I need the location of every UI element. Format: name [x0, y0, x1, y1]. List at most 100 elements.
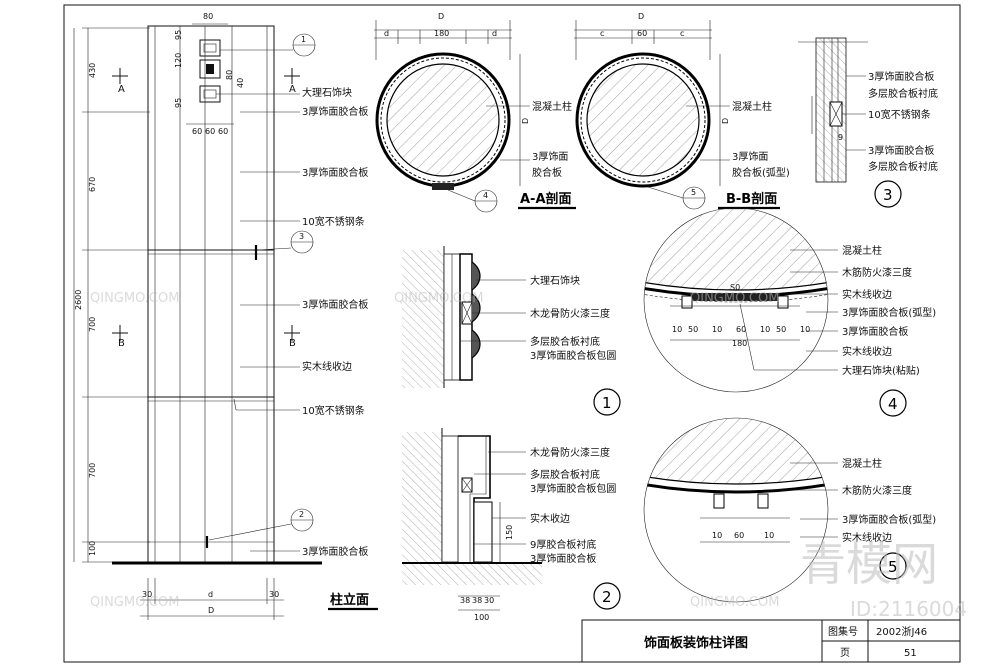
d5-label-wood-trim: 实木线收边: [842, 531, 892, 544]
dim-60c: 60: [218, 127, 228, 136]
d2-floor: [402, 563, 542, 585]
section-aa: D d 180 d D 混凝土柱 3厚饰面 胶合板 4 A-A剖面: [374, 12, 576, 213]
d3-label-panel-b: 3厚饰面胶合板: [868, 144, 934, 157]
d5-number-circle: [879, 552, 907, 580]
bb-outer-panel: [575, 52, 711, 188]
d4-dim-10d: 10: [800, 325, 810, 334]
watermark-brand-4: QINGMO.COM: [690, 595, 779, 610]
bb-callout-5-num: 5: [691, 188, 696, 197]
section-mark-a-left: A: [118, 84, 125, 95]
bb-concrete-core: [586, 63, 700, 177]
watermark-id: ID:2116004: [850, 597, 967, 621]
aa-callout-4-num: 4: [483, 191, 488, 200]
watermark-brand-5: QINGMO.COM: [690, 291, 779, 306]
d1-label-backing: 多层胶合板衬底: [530, 335, 600, 348]
aa-dim-d1: d: [384, 29, 389, 38]
label-marble: 大理石饰块: [302, 86, 352, 99]
d2-dim-150: 150: [505, 525, 514, 540]
d4-dim-180: 180: [732, 339, 747, 348]
marble-block-mid: [199, 59, 221, 79]
d4-marble-block: [690, 293, 780, 301]
aa-dim-D: D: [438, 12, 444, 21]
dim-95a: 95: [174, 30, 183, 40]
label-panel-d: 3厚饰面胶合板: [302, 545, 368, 558]
d4-dim-50b: 50: [776, 325, 786, 334]
d4-number: 4: [888, 395, 898, 413]
dim-95b: 95: [174, 98, 183, 108]
d5-dim-10a: 10: [712, 531, 722, 540]
detail-1: 大理石饰块 木龙骨防火漆三度 多层胶合板衬底 3厚饰面胶合板包圆 1: [402, 246, 621, 416]
d4-label-wood-trim-2: 实木线收边: [842, 345, 892, 358]
dim-40: 40: [236, 78, 245, 88]
d2-dim-100: 100: [474, 613, 489, 622]
dim-80-side: 80: [225, 70, 234, 80]
dim-60a: 60: [192, 127, 202, 136]
detail-3: 9 3厚饰面胶合板 多层胶合板衬底 10宽不锈钢条 3厚饰面胶合板 多层胶合板衬…: [798, 37, 938, 208]
d1-label-joist: 木龙骨防火漆三度: [530, 307, 610, 320]
d2-solid-wood-edge: [473, 501, 493, 563]
d2-label-wood-edge: 实木收边: [530, 512, 570, 525]
d2-label-backing: 多层胶合板衬底: [530, 468, 600, 481]
detail-2: 木龙骨防火漆三度 多层胶合板衬底 3厚饰面胶合板包圆 实木收边 9厚胶合板衬底 …: [402, 428, 621, 622]
d3-label-backing-a: 多层胶合板衬底: [868, 87, 938, 100]
title-block-title: 饰面板装饰柱详图: [644, 635, 748, 651]
watermarks: QINGMO.COM QINGMO.COM QINGMO.COM QINGMO.…: [90, 291, 967, 621]
dim-670: 670: [88, 177, 97, 192]
bb-dim-c1: c: [600, 29, 604, 38]
d5-dim-60: 60: [734, 531, 744, 540]
d4-label-concrete: 混凝土柱: [842, 244, 882, 257]
watermark-logo: 青模网: [800, 537, 938, 591]
d1-label-marble: 大理石饰块: [530, 274, 580, 287]
callout-3-num: 3: [299, 232, 304, 241]
d4-label-battens: 木筋防火漆三度: [842, 266, 912, 279]
title-block-atlas-no: 2002浙J46: [876, 626, 927, 638]
d3-number-circle: [874, 180, 902, 208]
d1-number: 1: [602, 394, 612, 412]
section-mark-b-left: B: [118, 338, 125, 349]
dim-80-top: 80: [203, 12, 213, 21]
d5-number: 5: [888, 558, 898, 576]
dim-bottom-30b: 30: [269, 590, 279, 599]
title-block-atlas-label: 图集号: [828, 625, 858, 638]
label-panel-a: 3厚饰面胶合板: [302, 105, 368, 118]
aa-label-panel: 3厚饰面: [532, 150, 568, 163]
aa-dim-180: 180: [434, 29, 449, 38]
section-mark-b-right: B: [289, 338, 296, 349]
dim-bottom-D: D: [208, 606, 214, 615]
bb-label-panel2: 胶合板(弧型): [732, 166, 790, 179]
d2-label-panel: 3厚饰面胶合板包圆: [530, 482, 616, 495]
bb-label-panel: 3厚饰面: [732, 150, 768, 163]
d5-label-panel-arc: 3厚饰面胶合板(弧型): [842, 513, 936, 526]
d4-label-panel: 3厚饰面胶合板: [842, 325, 908, 338]
watermark-brand-1: QINGMO.COM: [90, 291, 179, 306]
d2-dim-30: 30: [484, 596, 494, 605]
bb-label-concrete: 混凝土柱: [732, 100, 772, 113]
d1-label-panel: 3厚饰面胶合板包圆: [530, 349, 616, 362]
aa-dim-D-side: D: [521, 118, 530, 124]
d3-label-panel-a: 3厚饰面胶合板: [868, 70, 934, 83]
detail-4: S0 10 50 10 60 10 50 10 180 混凝土柱 木筋防火漆三度…: [643, 207, 936, 417]
d2-label-ply: 9厚胶合板衬底: [530, 538, 596, 551]
d2-dim-38b: 38: [472, 596, 482, 605]
marble-block-top: [199, 39, 221, 57]
bb-dim-D: D: [638, 12, 644, 21]
d5-dim-10b: 10: [764, 531, 774, 540]
dim-total-height: 2600: [74, 290, 83, 310]
elevation-title: 柱立面: [330, 592, 369, 608]
bb-dim-c2: c: [680, 29, 684, 38]
aa-label-concrete: 混凝土柱: [532, 100, 572, 113]
d2-number-circle: [593, 582, 621, 610]
dim-700b: 700: [88, 463, 97, 478]
title-block: 饰面板装饰柱详图 图集号 2002浙J46 页 51: [581, 619, 961, 663]
d1-number-circle: [593, 388, 621, 416]
d4-dim-10a: 10: [672, 325, 682, 334]
d3-label-backing-b: 多层胶合板衬底: [868, 160, 938, 173]
label-panel-c: 3厚饰面胶合板: [302, 298, 368, 311]
label-wood-trim: 实木线收边: [302, 360, 352, 373]
d4-label-wood-trim: 实木线收边: [842, 288, 892, 301]
d4-number-circle: [879, 389, 907, 417]
d4-dim-50a: 50: [688, 325, 698, 334]
d2-label-joist: 木龙骨防火漆三度: [530, 446, 610, 459]
d4-dim-60: 60: [736, 325, 746, 334]
